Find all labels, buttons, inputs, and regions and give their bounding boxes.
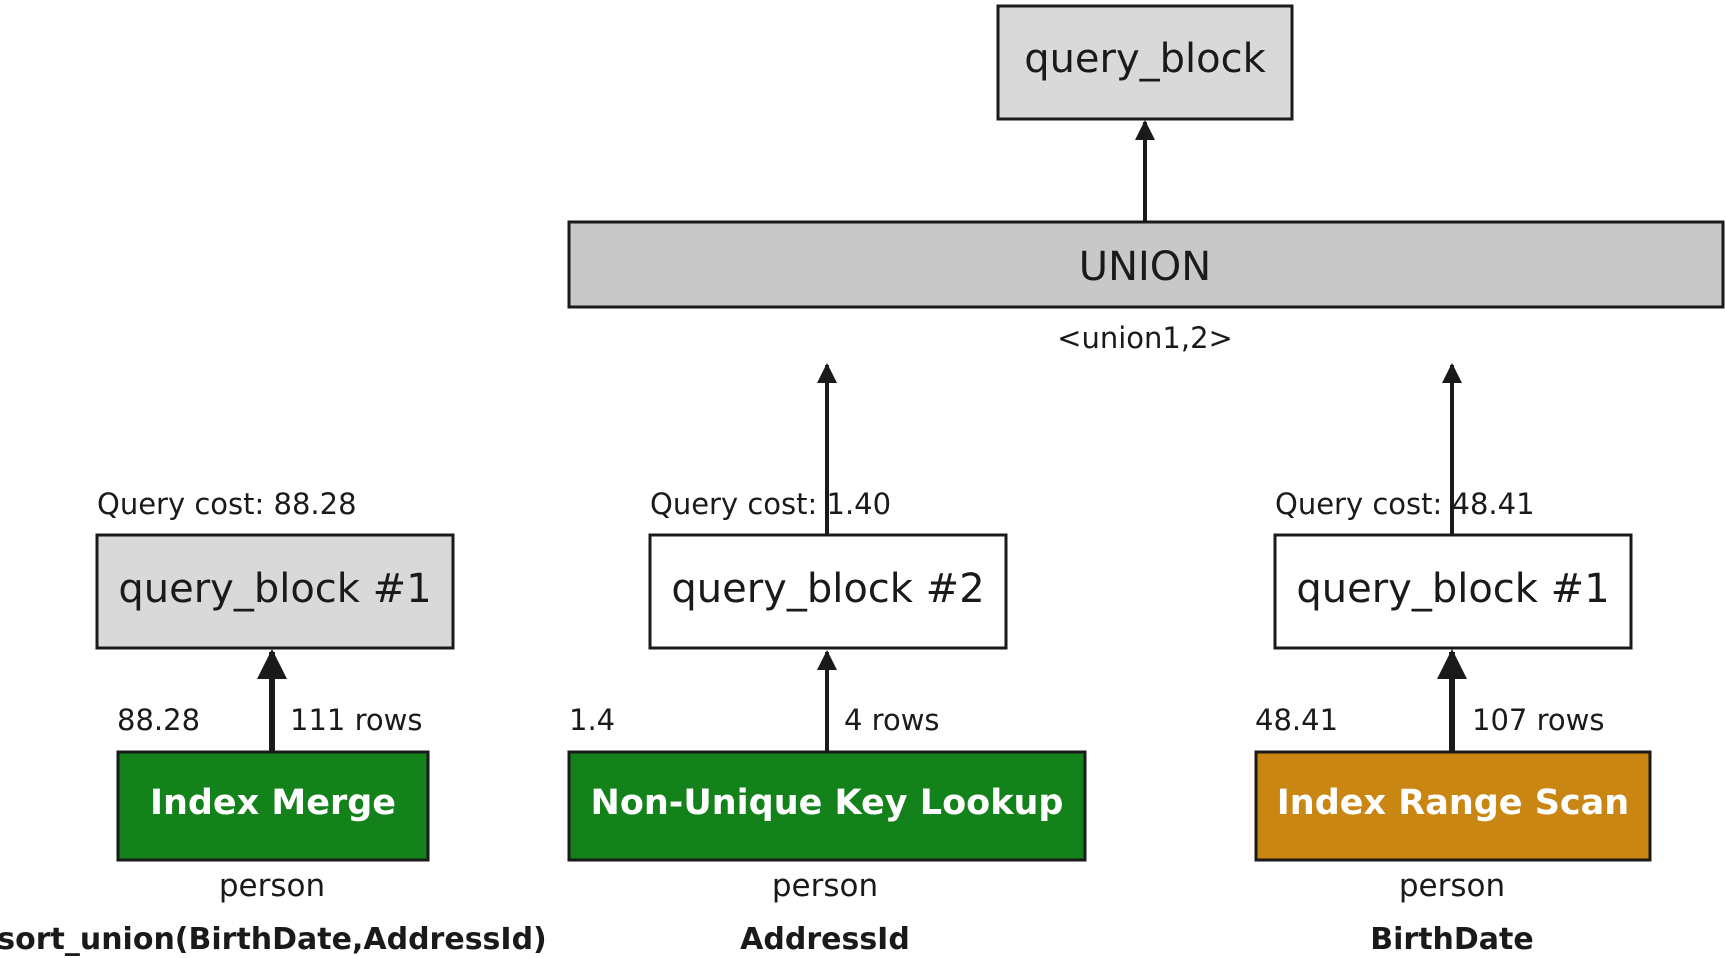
branch-2-rows: 4 rows <box>844 703 940 737</box>
root-query-block-box <box>996 4 1294 121</box>
branch-1-key-name: sort_union(BirthDate,AddressId) <box>0 922 547 957</box>
branch-1-table-name: person <box>219 868 325 904</box>
branch-2-key-name: AddressId <box>740 922 910 957</box>
branch-3: Query cost: 48.41 query_block #1 48.41 1… <box>1254 363 1652 957</box>
branch-1-rows: 111 rows <box>290 703 422 737</box>
branch-1-left-value: 88.28 <box>117 703 200 737</box>
branch-3-table-name: person <box>1399 868 1505 904</box>
branch-3-operation-box[interactable] <box>1254 750 1652 862</box>
branch-1-cost-label: Query cost: 88.28 <box>97 487 357 521</box>
branch-2-query-block-label: query_block #2 <box>671 566 984 612</box>
union-box <box>567 220 1725 309</box>
branch-3-key-name: BirthDate <box>1370 922 1533 957</box>
branch-3-left-value: 48.41 <box>1255 703 1338 737</box>
branch-3-rows: 107 rows <box>1472 703 1604 737</box>
branch-2-table-name: person <box>772 868 878 904</box>
branch-3-operation-label: Index Range Scan <box>1277 783 1629 823</box>
union-sublabel: <union1,2> <box>1057 321 1233 355</box>
branch-1-operation-label: Index Merge <box>150 783 396 823</box>
branch-2-operation-label: Non-Unique Key Lookup <box>591 783 1064 823</box>
branch-3-cost-label: Query cost: 48.41 <box>1275 487 1535 521</box>
branch-2-operation-box[interactable] <box>567 750 1087 862</box>
branch-1-query-block-label: query_block #1 <box>118 566 431 612</box>
branch-2-cost-label: Query cost: 1.40 <box>650 487 891 521</box>
union-label: UNION <box>1079 244 1211 290</box>
branch-2: Query cost: 1.40 query_block #2 1.4 4 ro… <box>567 363 1087 957</box>
union-node[interactable]: UNION <box>567 220 1725 309</box>
branch-3-query-block-label: query_block #1 <box>1296 566 1609 612</box>
branch-1-operation-box[interactable] <box>116 750 430 862</box>
branch-1-query-block-box[interactable] <box>95 533 455 650</box>
branch-3-query-block-box[interactable] <box>1273 533 1633 650</box>
root-query-block-label: query_block <box>1024 36 1266 82</box>
root-query-block-node[interactable]: query_block <box>996 4 1294 121</box>
branch-2-query-block-box[interactable] <box>648 533 1008 650</box>
branch-2-left-value: 1.4 <box>569 703 615 737</box>
branch-1: Query cost: 88.28 query_block #1 88.28 1… <box>0 487 547 957</box>
